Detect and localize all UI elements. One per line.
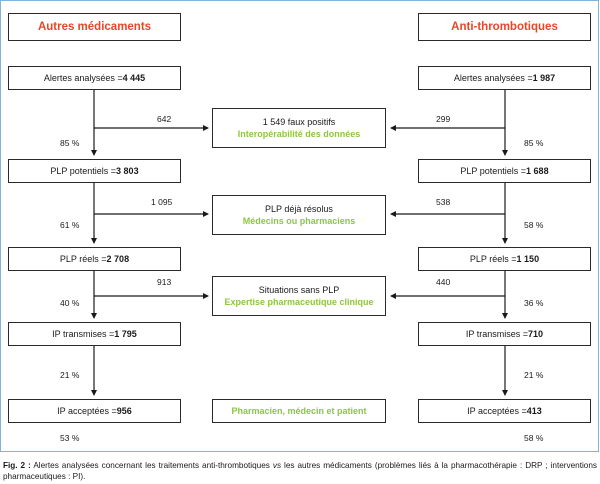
center-box-line2: Expertise pharmaceutique clinique bbox=[224, 297, 374, 307]
right-side-count: 299 bbox=[436, 114, 451, 124]
left-side-count: 913 bbox=[157, 277, 172, 287]
right-side-count: 538 bbox=[436, 197, 451, 207]
right-percent: 85 % bbox=[524, 138, 544, 148]
box-label: PLP réels = bbox=[59, 254, 107, 264]
box-label: PLP potentiels = bbox=[50, 166, 117, 176]
caption-text-a: Alertes analysées concernant les traitem… bbox=[30, 461, 273, 470]
right-box-plp-reels: PLP réels = 1 150 bbox=[418, 247, 591, 271]
center-box-faux-positifs: 1 549 faux positifs Interopérabilité des… bbox=[212, 108, 386, 148]
center-box-line2: Interopérabilité des données bbox=[237, 129, 361, 139]
right-column-title-text: Anti-thrombotiques bbox=[451, 21, 558, 33]
box-value: 1 150 bbox=[516, 254, 540, 264]
box-value: 413 bbox=[526, 406, 542, 416]
box-value: 3 803 bbox=[116, 166, 139, 176]
right-column-title: Anti-thrombotiques bbox=[418, 13, 591, 41]
left-column-title-text: Autres médicaments bbox=[37, 21, 152, 33]
right-box-ip-acceptees: IP acceptées = 413 bbox=[418, 399, 591, 423]
left-percent: 53 % bbox=[60, 433, 80, 443]
center-box-line1: Situations sans PLP bbox=[258, 285, 340, 295]
box-label: PLP potentiels = bbox=[460, 166, 527, 176]
left-side-count: 1 095 bbox=[151, 197, 173, 207]
right-percent: 58 % bbox=[524, 433, 544, 443]
box-value: 4 445 bbox=[122, 73, 146, 83]
center-box-acteurs: Pharmacien, médecin et patient bbox=[212, 399, 386, 423]
right-percent: 58 % bbox=[524, 220, 544, 230]
box-value: 710 bbox=[528, 329, 544, 339]
center-box-line2: Médecins ou pharmaciens bbox=[242, 216, 356, 226]
left-side-count: 642 bbox=[157, 114, 172, 124]
box-label: IP acceptées = bbox=[467, 406, 527, 416]
center-box-deja-resolus: PLP déjà résolus Médecins ou pharmaciens bbox=[212, 195, 386, 235]
left-column-title: Autres médicaments bbox=[8, 13, 181, 41]
box-label: PLP réels = bbox=[469, 254, 517, 264]
left-box-plp-reels: PLP réels = 2 708 bbox=[8, 247, 181, 271]
left-percent: 61 % bbox=[60, 220, 80, 230]
left-box-plp-potentiels: PLP potentiels = 3 803 bbox=[8, 159, 181, 183]
box-label: Alertes analysées = bbox=[43, 73, 123, 83]
right-percent: 21 % bbox=[524, 370, 544, 380]
center-box-line2: Pharmacien, médecin et patient bbox=[231, 406, 367, 416]
flow-arrows bbox=[91, 89, 508, 396]
caption-text-vs: vs bbox=[272, 461, 282, 470]
left-percent: 21 % bbox=[60, 370, 80, 380]
box-value: 2 708 bbox=[106, 254, 130, 264]
box-label: IP transmises = bbox=[52, 329, 115, 339]
box-value: 1 795 bbox=[114, 329, 137, 339]
box-label: Alertes analysées = bbox=[453, 73, 533, 83]
left-box-ip-transmises: IP transmises = 1 795 bbox=[8, 322, 181, 346]
figure-frame bbox=[0, 0, 599, 452]
box-value: 1 688 bbox=[526, 166, 549, 176]
box-value: 956 bbox=[116, 406, 132, 416]
left-box-ip-acceptees: IP acceptées = 956 bbox=[8, 399, 181, 423]
box-value: 1 987 bbox=[532, 73, 556, 83]
center-box-line1: PLP déjà résolus bbox=[265, 204, 333, 214]
box-label: IP acceptées = bbox=[57, 406, 117, 416]
box-label: IP transmises = bbox=[465, 329, 529, 339]
caption-text-b: les autres médicaments (problèmes liés à… bbox=[3, 461, 597, 481]
right-box-ip-transmises: IP transmises = 710 bbox=[418, 322, 591, 346]
center-box-sans-plp: Situations sans PLP Expertise pharmaceut… bbox=[212, 276, 386, 316]
caption-prefix: Fig. 2 : bbox=[3, 461, 31, 470]
right-box-alertes: Alertes analysées = 1 987 bbox=[418, 66, 591, 90]
left-box-alertes: Alertes analysées = 4 445 bbox=[8, 66, 181, 90]
figure-caption: Fig. 2 : Alertes analysées concernant le… bbox=[3, 461, 597, 482]
left-percent: 85 % bbox=[60, 138, 80, 148]
right-percent: 36 % bbox=[524, 298, 544, 308]
right-side-count: 440 bbox=[436, 277, 451, 287]
right-box-plp-potentiels: PLP potentiels = 1 688 bbox=[418, 159, 591, 183]
center-box-line1: 1 549 faux positifs bbox=[262, 117, 336, 127]
left-percent: 40 % bbox=[60, 298, 80, 308]
